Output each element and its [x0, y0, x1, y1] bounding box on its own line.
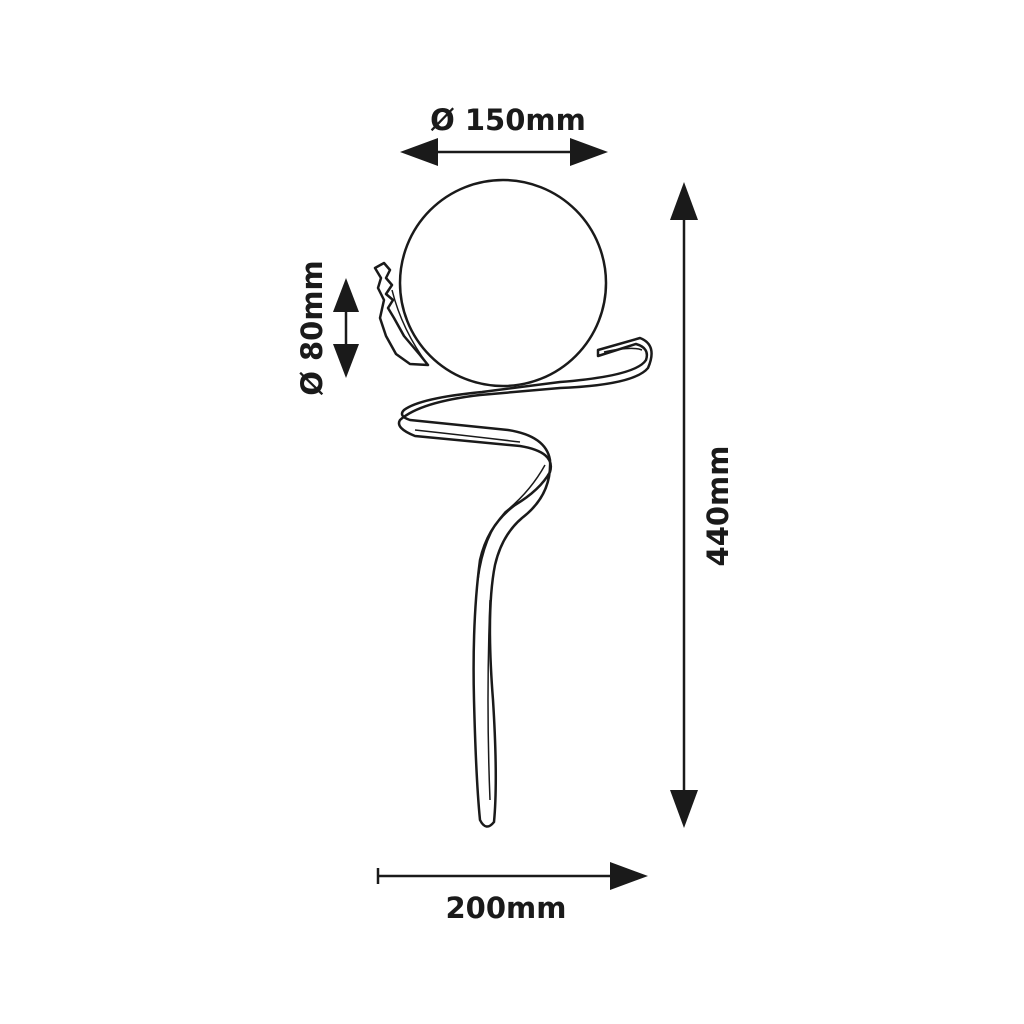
mount-diameter-label: Ø 80mm [295, 260, 329, 396]
height-label: 440mm [701, 446, 735, 567]
arrow-right-icon [610, 862, 648, 890]
arrow-down-icon [333, 344, 359, 378]
height-dimension: 440mm [670, 182, 735, 828]
width-label: 200mm [446, 891, 567, 925]
globe-diameter-dimension: Ø 150mm [400, 103, 608, 166]
globe-shade [398, 178, 608, 388]
arrow-right-icon [570, 138, 608, 166]
spiral-arm [397, 336, 653, 828]
arrow-left-icon [400, 138, 438, 166]
mount-diameter-dimension: Ø 80mm [295, 260, 359, 396]
wall-mount-bracket [373, 261, 430, 367]
globe-diameter-label: Ø 150mm [430, 103, 586, 137]
arrow-up-icon [670, 182, 698, 220]
arrow-down-icon [670, 790, 698, 828]
width-dimension: 200mm [376, 862, 648, 925]
arrow-up-icon [333, 278, 359, 312]
